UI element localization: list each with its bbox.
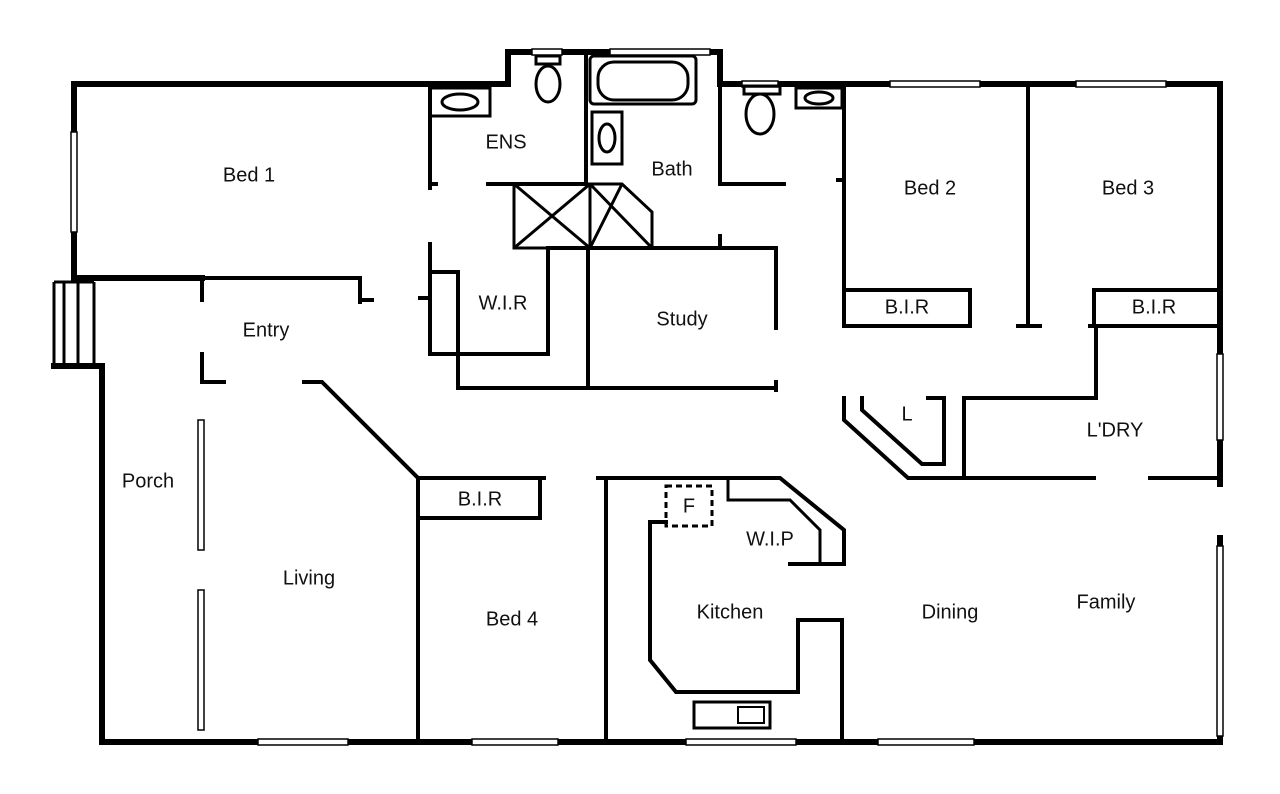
label-dining: Dining [922, 601, 979, 623]
label-wip: W.I.P [746, 528, 794, 550]
built-in-robes [842, 288, 1222, 328]
fridge-space [664, 484, 714, 528]
label-bed2: Bed 2 [904, 177, 956, 199]
kitchen-bench [648, 520, 844, 744]
label-wir: W.I.R [479, 292, 528, 314]
porch-steps [52, 280, 96, 366]
interior-walls [200, 52, 1222, 744]
linen-cupboards [512, 182, 654, 250]
label-linen: L [901, 403, 912, 425]
label-kitchen: Kitchen [697, 601, 764, 623]
label-bath: Bath [651, 158, 692, 180]
label-bed3: Bed 3 [1102, 177, 1154, 199]
label-family: Family [1077, 591, 1136, 613]
label-bed1: Bed 1 [223, 164, 275, 186]
bathroom-fixtures [428, 54, 844, 166]
label-porch: Porch [122, 470, 174, 492]
label-entry: Entry [243, 319, 290, 341]
label-bir-bed2: B.I.R [885, 296, 929, 318]
pantry-shelves [726, 476, 822, 566]
windows [70, 48, 1224, 746]
label-fridge: F [683, 495, 695, 517]
label-ens: ENS [485, 131, 526, 153]
label-laundry: L'DRY [1087, 419, 1144, 441]
label-bed4: Bed 4 [486, 608, 538, 630]
label-living: Living [283, 567, 335, 589]
label-bir-bed3: B.I.R [1132, 296, 1176, 318]
label-bir-bed4: B.I.R [458, 488, 502, 510]
label-study: Study [656, 308, 707, 330]
room-labels: Bed 1 ENS Bath Bed 2 Bed 3 Entry W.I.R S… [122, 131, 1176, 630]
